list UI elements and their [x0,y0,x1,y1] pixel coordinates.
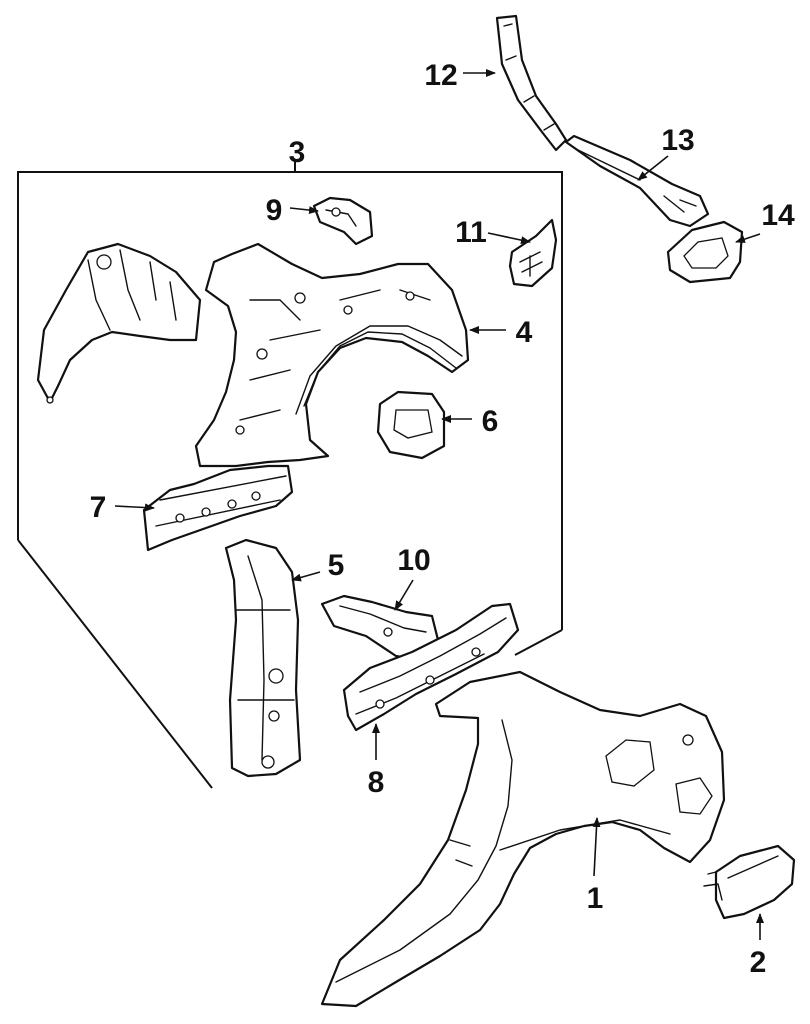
part-9-bracket [312,196,374,246]
leader-lines [114,69,764,940]
callout-12: 12 [424,59,457,92]
inner-wheelhouse [36,242,202,404]
part-1-quarter-panel [320,670,726,1008]
callout-2: 2 [750,946,767,979]
callout-4: 4 [516,316,533,349]
part-5-pillar [224,538,302,778]
callout-1: 1 [587,882,604,915]
callout-14: 14 [761,199,795,232]
leader-7 [114,503,155,512]
part-10-bracket [320,594,440,662]
callout-7: 7 [90,491,107,524]
part-6-bracket [376,390,446,460]
part-11-plate [508,218,558,288]
part-8-rail [342,602,520,732]
callout-5: 5 [328,549,345,582]
callout-3: 3 [289,136,306,169]
callout-9: 9 [266,194,283,227]
part-4-quarter-inner-panel [194,242,470,468]
part-7-reinforcement [142,464,294,552]
leader-14 [735,233,761,243]
callout-11: 11 [455,216,487,249]
leader-13 [637,155,669,181]
leader-11 [487,232,531,245]
callout-13: 13 [661,124,694,157]
part-14-bracket [666,220,744,284]
part-13-roof-rail-rear [564,134,710,228]
leader-10 [394,579,414,611]
callouts: 1 2 3 4 5 6 7 8 9 10 11 12 13 14 [90,59,795,979]
part-12-roof-rail-front [495,14,568,152]
assembly-frame [17,162,563,789]
callout-8: 8 [368,766,385,799]
callout-10: 10 [397,544,430,577]
callout-6: 6 [482,405,499,438]
part-2-fuel-door [703,844,796,920]
leader-9 [289,206,319,215]
leader-1 [592,817,601,877]
leader-5 [291,571,321,582]
